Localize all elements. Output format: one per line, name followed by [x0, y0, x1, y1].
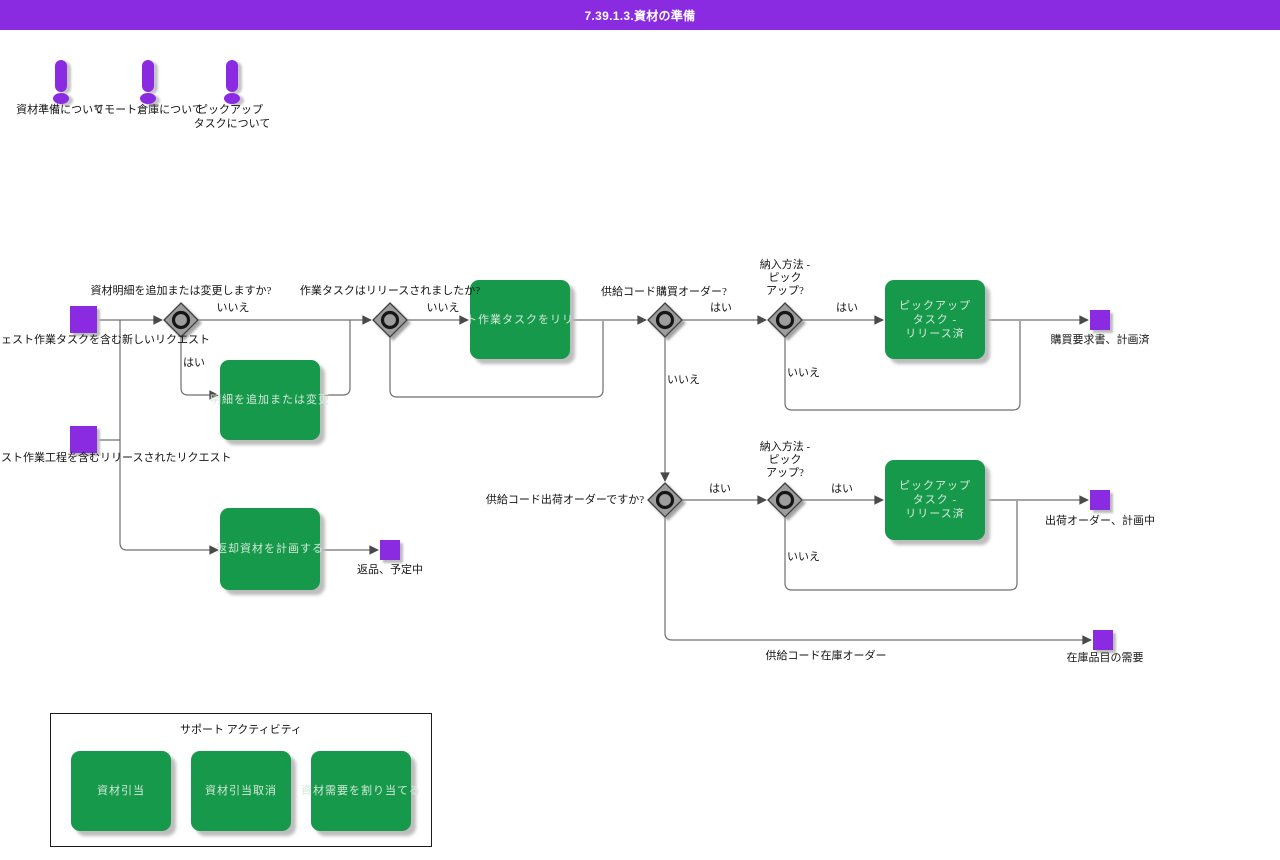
exclamation-dot — [53, 93, 69, 104]
gateway-circle-icon — [171, 310, 191, 330]
edge-gateway6-no-bypass — [784, 501, 1018, 591]
task-label: 資材需要を割り当てる — [301, 785, 421, 797]
title-bar: 7.39.1.3.資材の準備 — [0, 0, 1280, 30]
support-task-assign-demand[interactable]: 資材需要を割り当てる — [301, 751, 420, 831]
task-label-line1: ピックアップ — [899, 480, 971, 492]
gateway-task-released[interactable] — [372, 302, 408, 338]
gateway-question-delivery-1-line3: アップ? — [766, 285, 804, 297]
gateway-question-shipping-order: 供給コード出荷オーダーですか? — [485, 494, 645, 506]
task-label: ト作業タスクをリリ — [466, 313, 574, 326]
exclamation-icon-pickup-task[interactable] — [224, 60, 240, 104]
task-label-line2: タスク - — [912, 313, 958, 326]
task-label-line3: リリース済 — [905, 327, 965, 340]
exclamation-bar — [142, 60, 154, 92]
start-event-released-request[interactable] — [70, 426, 97, 453]
edge-label-yes-gateway4: はい — [836, 302, 858, 314]
gateway-delivery-method-2[interactable] — [767, 482, 803, 518]
gateway-circle-icon — [775, 310, 795, 330]
edge-label-no-gateway3: いいえ — [667, 374, 700, 386]
gateway-question-delivery-1-line2: ピック — [768, 272, 802, 284]
edge-label-yes-gateway6: はい — [831, 483, 853, 495]
annotation-label-pickup-line2: タスクについて — [193, 118, 271, 130]
gateway-question-delivery-2-line1: 納入方法 - — [759, 441, 811, 453]
edge-label-inventory-order: 供給コード在庫オーダー — [765, 650, 887, 662]
end-event-label-return: 返品、予定中 — [357, 564, 423, 576]
gateway-question-delivery-1-line1: 納入方法 - — [759, 259, 811, 271]
end-event-label-purchase-requisition: 購買要求書、計画済 — [1050, 334, 1150, 346]
edge-gateway4-no-bypass — [784, 321, 1021, 411]
task-label: 明細を追加または変更 — [210, 394, 330, 406]
end-event-return[interactable] — [380, 540, 400, 560]
exclamation-bar — [55, 60, 67, 92]
annotation-label-pickup-line1: ピックアップ — [197, 104, 263, 116]
edge-label-no-gateway6: いいえ — [787, 551, 820, 563]
exclamation-icon-remote-warehouse[interactable] — [140, 60, 156, 104]
edge-gateway1-yes-to-addchange — [180, 337, 219, 400]
support-task-allocate-material[interactable]: 資材引当 — [71, 751, 171, 831]
page-title: 7.39.1.3.資材の準備 — [584, 8, 696, 23]
support-activities-frame: サポート アクティビティ 資材引当 資材引当取消 資材需要を割り当てる — [50, 713, 432, 847]
end-event-label-shipping-order: 出荷オーダー、計画中 — [1045, 515, 1155, 527]
gateway-shipping-order[interactable] — [647, 482, 683, 518]
start-event-label-new-request: ェスト作業タスクを含む新しいリクエスト — [1, 334, 210, 346]
exclamation-dot — [140, 93, 156, 104]
edge-label-yes-gateway1: はい — [183, 357, 205, 369]
start-event-label-released-request: スト作業工程を含むリリースされたリクエスト — [1, 452, 232, 464]
support-task-cancel-allocation[interactable]: 資材引当取消 — [191, 751, 291, 831]
gateway-add-change-details[interactable] — [163, 302, 199, 338]
edge-label-no-gateway4: いいえ — [787, 367, 820, 379]
edge-label-yes-gateway3: はい — [710, 302, 732, 314]
task-release-work-task[interactable]: ト作業タスクをリリ — [466, 280, 573, 359]
task-plan-return-material[interactable]: 返却資材を計画する — [216, 508, 323, 590]
task-pickup-released-1[interactable]: ピックアップ タスク - リリース済 — [885, 280, 985, 359]
end-event-inventory-demand[interactable] — [1093, 630, 1113, 650]
start-event-new-request[interactable] — [70, 306, 97, 333]
task-label: 資材引当 — [97, 785, 145, 797]
edge-junction-to-plan-return — [119, 320, 219, 555]
edge-label-yes-gateway5: はい — [709, 483, 731, 495]
edge-label-no-gateway2: いいえ — [426, 302, 460, 314]
task-label-line3: リリース済 — [905, 508, 965, 520]
task-add-or-change-details[interactable]: 明細を追加または変更 — [210, 360, 329, 440]
edge-gateway2-bypass — [389, 321, 604, 398]
gateway-circle-icon — [775, 490, 795, 510]
exclamation-icon-material-prep[interactable] — [53, 60, 69, 104]
support-activities-title: サポート アクティビティ — [180, 724, 302, 736]
gateway-circle-icon — [380, 310, 400, 330]
task-pickup-released-2[interactable]: ピックアップ タスク - リリース済 — [885, 460, 985, 540]
annotation-label-material-prep: 資材準備について — [16, 104, 104, 116]
gateway-circle-icon — [655, 310, 675, 330]
exclamation-dot — [224, 93, 240, 104]
end-event-purchase-requisition[interactable] — [1090, 310, 1110, 330]
gateway-question-delivery-2-line2: ピック — [768, 454, 802, 466]
edge-label-no-gateway1: いいえ — [216, 302, 250, 314]
gateway-question-add-change: 資材明細を追加または変更しますか? — [90, 285, 272, 297]
task-label: 返却資材を計画する — [216, 543, 324, 555]
gateway-purchase-order[interactable] — [647, 302, 683, 338]
gateway-question-purchase-order: 供給コード購買オーダー? — [601, 286, 727, 298]
task-label-line1: ピックアップ — [899, 299, 971, 312]
gateway-circle-icon — [655, 490, 675, 510]
end-event-shipping-order[interactable] — [1090, 490, 1110, 510]
edge-gateway5-no-to-end3 — [664, 517, 1092, 645]
gateway-question-delivery-2-line3: アップ? — [766, 467, 804, 479]
edge-addchange-merge — [320, 320, 351, 396]
annotation-label-remote-warehouse: リモート倉庫について — [93, 104, 203, 116]
end-event-label-inventory-demand: 在庫品目の需要 — [1066, 652, 1144, 664]
task-label: 資材引当取消 — [205, 785, 277, 797]
exclamation-bar — [226, 60, 238, 92]
gateway-delivery-method-1[interactable] — [767, 302, 803, 338]
task-label-line2: タスク - — [912, 494, 958, 506]
gateway-question-task-released: 作業タスクはリリースされましたか? — [299, 285, 481, 297]
